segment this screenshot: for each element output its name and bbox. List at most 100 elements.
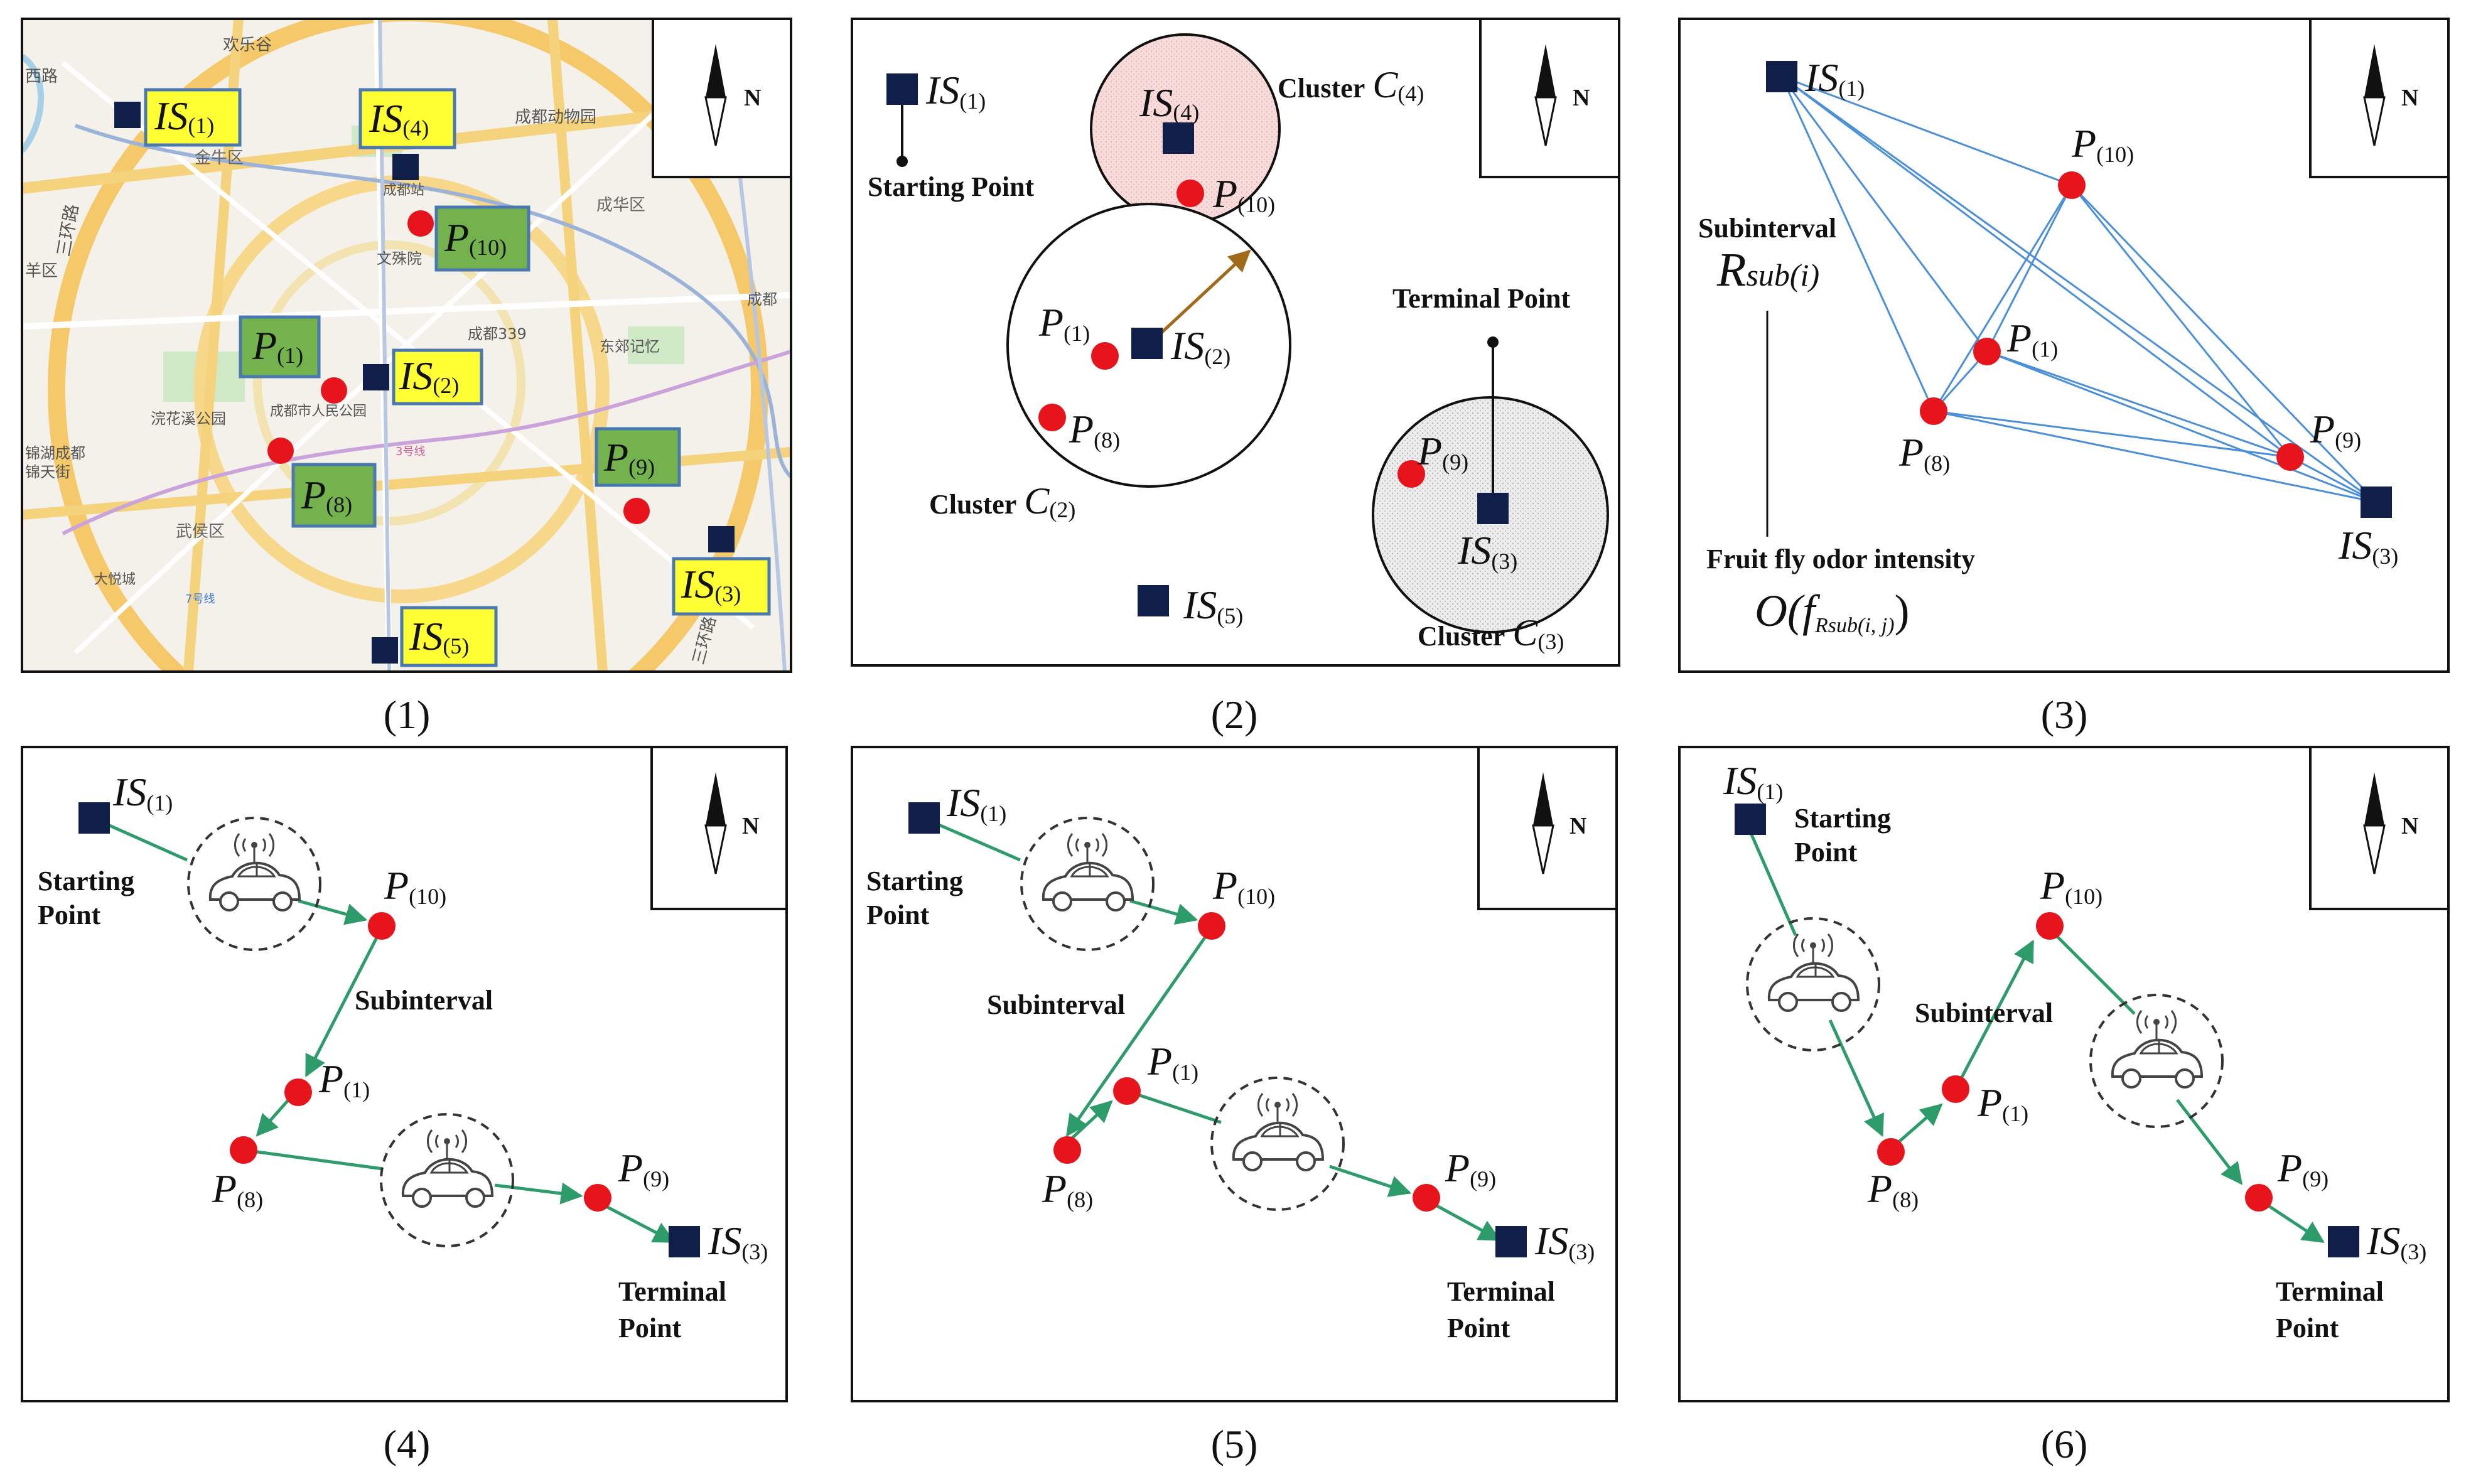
map-markers: IS(1) IS(4) P(10) P(1) IS(2) P(8) P(9) bbox=[114, 88, 771, 667]
svg-text:P(1): P(1) bbox=[318, 1057, 370, 1102]
p8-marker bbox=[1053, 1136, 1081, 1164]
svg-text:IS(4): IS(4) bbox=[1139, 80, 1199, 125]
terminal-label: Terminal bbox=[1447, 1276, 1555, 1307]
svg-text:P(1): P(1) bbox=[1038, 300, 1090, 346]
p10-marker bbox=[407, 210, 434, 237]
panel-4: N IS(1) Starting Point P(10) Subinterval… bbox=[21, 746, 788, 1466]
terminal-label: Terminal bbox=[618, 1276, 726, 1307]
north-compass-icon: N bbox=[1479, 18, 1620, 178]
svg-text:IS(3): IS(3) bbox=[2366, 1218, 2426, 1264]
svg-text:IS(5): IS(5) bbox=[409, 614, 469, 659]
panel-label-2: (2) bbox=[1211, 692, 1258, 737]
svg-text:N: N bbox=[1573, 85, 1590, 111]
svg-text:P(10): P(10) bbox=[444, 215, 507, 260]
svg-text:IS(3): IS(3) bbox=[1457, 528, 1517, 574]
svg-text:P(10): P(10) bbox=[2071, 121, 2134, 167]
panel-label-5: (5) bbox=[1211, 1422, 1258, 1466]
p1-marker bbox=[1973, 338, 2001, 365]
p1-marker bbox=[1091, 342, 1119, 370]
panel-5: N IS(1) Starting Point P(10) Subinterval… bbox=[851, 746, 1618, 1466]
north-compass-icon: N bbox=[1477, 746, 1618, 910]
north-compass-icon: N bbox=[650, 746, 788, 910]
svg-text:P(10): P(10) bbox=[1212, 171, 1275, 217]
panel-2: N IS(1) Starting Point IS(4) P(10) Clust… bbox=[851, 18, 1620, 737]
p1-marker bbox=[284, 1078, 312, 1106]
panel-label-3: (3) bbox=[2041, 692, 2088, 737]
panel-6: N IS(1) Starting Point P(10) Subinterval… bbox=[1678, 746, 2450, 1466]
subinterval-label: Subinterval bbox=[1698, 213, 1836, 244]
map-place: 成都动物园 bbox=[515, 108, 596, 127]
svg-text:P(1): P(1) bbox=[1147, 1039, 1198, 1085]
svg-text:IS(4): IS(4) bbox=[369, 96, 429, 141]
p10-marker bbox=[2058, 171, 2086, 199]
svg-text:P(8): P(8) bbox=[212, 1166, 263, 1212]
is3-marker bbox=[2361, 487, 2392, 518]
map-place: 武侯区 bbox=[176, 522, 225, 541]
map-place: 浣花溪公园 bbox=[151, 410, 226, 427]
svg-text:P(1): P(1) bbox=[252, 323, 303, 368]
is3-marker bbox=[1495, 1226, 1527, 1257]
map-place: 金牛区 bbox=[195, 149, 244, 168]
svg-text:IS(1): IS(1) bbox=[1804, 55, 1865, 101]
map-place: 成都339 bbox=[468, 325, 527, 343]
p10-marker bbox=[1198, 912, 1225, 940]
terminal-label: Point bbox=[2276, 1313, 2339, 1343]
is5-marker bbox=[1138, 585, 1169, 616]
subinterval-label: Subinterval bbox=[355, 985, 493, 1016]
p1-marker bbox=[1113, 1077, 1141, 1105]
svg-text:IS(1): IS(1) bbox=[112, 770, 173, 815]
svg-text:P(1): P(1) bbox=[1977, 1080, 2028, 1126]
rsub-label: Rsub(i) bbox=[1716, 244, 1819, 296]
svg-text:P(8): P(8) bbox=[1042, 1166, 1093, 1212]
starting-label: Point bbox=[1794, 837, 1858, 868]
map-place: 锦湖成都 bbox=[25, 444, 85, 462]
p10-marker bbox=[1176, 180, 1204, 207]
svg-text:IS(3): IS(3) bbox=[708, 1218, 768, 1264]
map-place: 文殊院 bbox=[377, 250, 422, 267]
p8-marker bbox=[267, 438, 294, 464]
p8-marker bbox=[1038, 404, 1066, 431]
is4-marker bbox=[1163, 122, 1194, 154]
north-compass-icon: N bbox=[2309, 18, 2450, 178]
svg-text:IS(5): IS(5) bbox=[1183, 583, 1243, 628]
svg-text:P(9): P(9) bbox=[1417, 429, 1468, 475]
map-place: 羊区 bbox=[25, 262, 58, 281]
p8-marker bbox=[1877, 1138, 1905, 1166]
p8-marker bbox=[1920, 397, 1947, 425]
starting-label: Point bbox=[38, 900, 101, 930]
svg-text:N: N bbox=[742, 813, 759, 839]
svg-text:P(8): P(8) bbox=[1069, 407, 1120, 453]
panel-label-6: (6) bbox=[2041, 1422, 2088, 1466]
panel-1: 欢乐谷 西路 金牛区 成都动物园 成都站 三环路 成华区 文殊院 羊区 成都 成… bbox=[21, 18, 792, 737]
svg-text:P(9): P(9) bbox=[2277, 1146, 2329, 1191]
p9-marker bbox=[2276, 443, 2304, 471]
svg-text:N: N bbox=[744, 85, 761, 111]
terminal-label: Terminal bbox=[2276, 1276, 2384, 1307]
terminal-point-label: Terminal Point bbox=[1392, 283, 1571, 314]
is3-marker bbox=[1477, 493, 1509, 524]
is1-marker bbox=[1735, 804, 1766, 835]
svg-text:IS(1): IS(1) bbox=[946, 780, 1006, 826]
graph-edges bbox=[1780, 75, 2377, 503]
is1-marker bbox=[886, 73, 918, 105]
svg-text:N: N bbox=[2401, 85, 2418, 111]
map-place: 大悦城 bbox=[94, 572, 136, 588]
p9-marker bbox=[584, 1184, 611, 1212]
svg-text:P(9): P(9) bbox=[618, 1146, 669, 1191]
is2-marker bbox=[1131, 328, 1163, 359]
svg-text:N: N bbox=[1570, 813, 1586, 839]
subinterval-label: Subinterval bbox=[987, 989, 1125, 1020]
starting-label: Starting bbox=[1794, 803, 1891, 834]
svg-text:P(9): P(9) bbox=[603, 435, 655, 480]
svg-text:P(9): P(9) bbox=[2310, 407, 2361, 453]
svg-text:IS(3): IS(3) bbox=[681, 562, 741, 606]
p8-marker bbox=[230, 1136, 257, 1164]
map-place: 西路 bbox=[25, 67, 58, 86]
svg-text:IS(1): IS(1) bbox=[1723, 758, 1783, 804]
terminal-label: Point bbox=[618, 1313, 682, 1343]
is1-marker bbox=[114, 102, 141, 128]
map-place-labels: 欢乐谷 西路 金牛区 成都动物园 成都站 三环路 成华区 文殊院 羊区 成都 成… bbox=[25, 36, 777, 667]
